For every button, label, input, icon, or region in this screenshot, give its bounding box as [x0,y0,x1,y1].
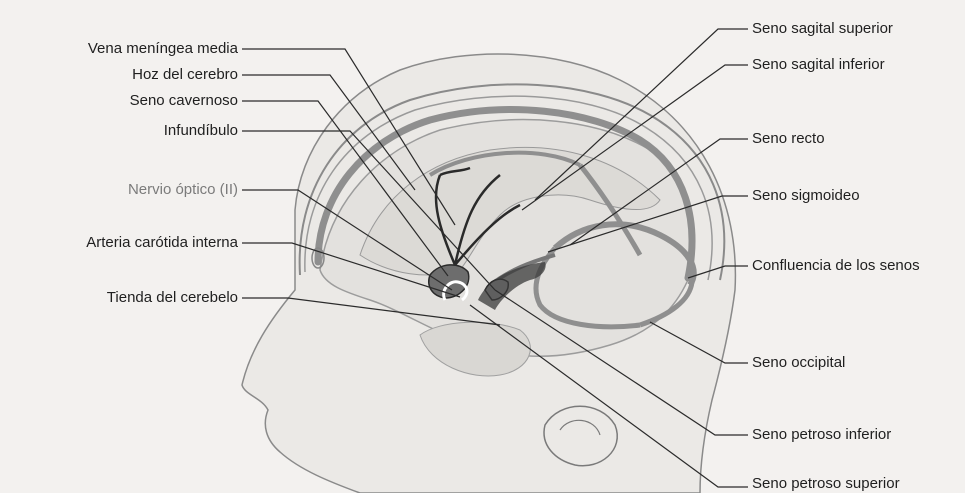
label-seno-sagital-superior: Seno sagital superior [752,20,893,38]
label-infundibulo: Infundíbulo [164,122,238,140]
label-hoz-del-cerebro: Hoz del cerebro [132,66,238,84]
label-confluencia-de-los-senos: Confluencia de los senos [752,257,920,275]
label-seno-sagital-inferior: Seno sagital inferior [752,56,885,74]
label-vena-meningea-media: Vena meníngea media [88,40,238,58]
label-seno-occipital: Seno occipital [752,354,845,372]
label-seno-recto: Seno recto [752,130,825,148]
label-seno-petroso-inferior: Seno petroso inferior [752,426,891,444]
label-seno-petroso-superior: Seno petroso superior [752,475,900,493]
label-arteria-carotida-interna: Arteria carótida interna [86,234,238,252]
label-tienda-del-cerebelo: Tienda del cerebelo [107,289,238,307]
label-seno-sigmoideo: Seno sigmoideo [752,187,860,205]
label-seno-cavernoso: Seno cavernoso [130,92,238,110]
label-nervio-optico: Nervio óptico (II) [128,181,238,199]
